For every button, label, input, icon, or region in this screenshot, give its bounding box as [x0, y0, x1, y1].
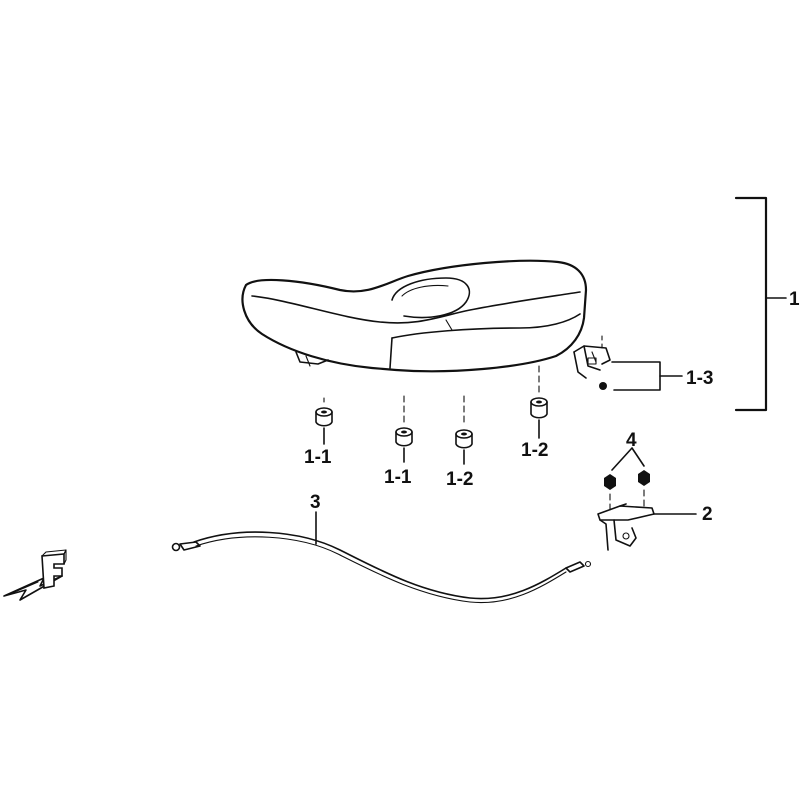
latch-bracket-drawing: [597, 503, 697, 551]
seat-drawing: [241, 259, 588, 373]
front-direction-arrow-icon: [3, 549, 67, 601]
callout-part-1-3: 1-3: [686, 368, 713, 389]
seat-assembly-bracket: [734, 196, 787, 412]
callout-part-1-1-left: 1-1: [304, 447, 332, 468]
callout-part-2: 2: [702, 504, 713, 525]
callout-part-1: 1: [789, 289, 800, 310]
hinge-bracket-drawing: [573, 335, 683, 391]
callout-part-1-1-center: 1-1: [384, 467, 412, 488]
nuts-drawing: [604, 447, 650, 511]
seat-cable-drawing: [171, 511, 592, 604]
callout-part-4: 4: [626, 430, 637, 451]
callout-part-1-2-center: 1-2: [446, 469, 473, 490]
nut-right-icon: [638, 470, 650, 486]
rubber-cushion-1-1-center: [395, 395, 413, 463]
rubber-cushion-1-2-center: [455, 395, 473, 465]
nut-left-icon: [604, 474, 616, 490]
rubber-cushion-1-2-right: [530, 365, 548, 439]
callout-part-3: 3: [310, 492, 321, 513]
hinge-nut-icon: [599, 382, 607, 390]
rubber-cushion-1-1-left: [315, 397, 333, 445]
callout-part-1-2-right: 1-2: [521, 440, 548, 461]
